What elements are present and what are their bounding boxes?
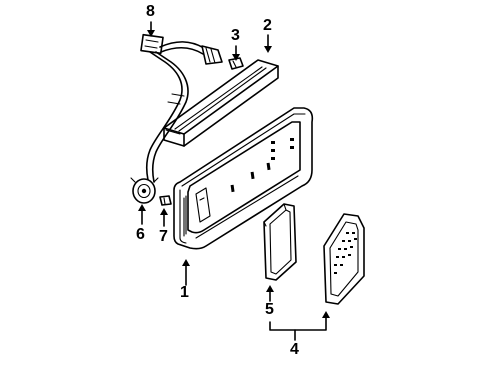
callout-7: 7 — [159, 228, 168, 245]
leader-lines — [138, 21, 330, 341]
light-bar — [163, 59, 279, 147]
callout-5: 5 — [265, 301, 274, 318]
callout-8: 8 — [146, 3, 155, 20]
callout-6: 6 — [136, 226, 145, 243]
lens-large — [323, 213, 365, 305]
callout-1: 1 — [180, 284, 189, 301]
callout-3: 3 — [231, 27, 240, 44]
callout-2: 2 — [263, 17, 272, 34]
callout-4: 4 — [290, 341, 299, 358]
lens-small — [263, 203, 297, 281]
lamp-housing — [173, 107, 314, 250]
wiring-harness — [130, 33, 223, 204]
bulb-lower — [159, 195, 172, 206]
